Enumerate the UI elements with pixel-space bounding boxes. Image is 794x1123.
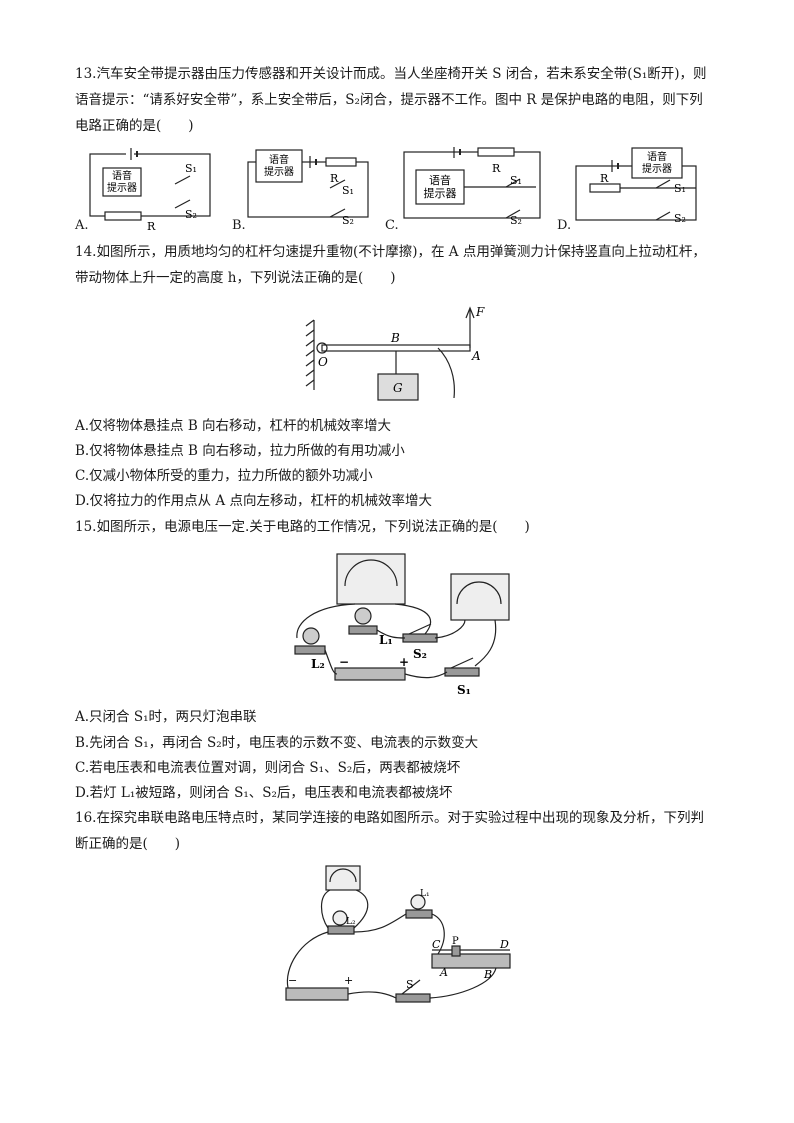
q13-b-box-line2: 提示器 [264,166,294,178]
q13-b-s1-label: S₁ [342,184,354,197]
q15-option-d: D.若灯 L₁被短路，则闭合 S₁、S₂后，电压表和电流表都被烧坏 [75,785,453,801]
q13-option-a-diagram: 语音 提示器 R S₁ S₂ [75,146,225,236]
q15-label-l1: L₁ [379,633,393,647]
q14-label-o: O [318,355,328,369]
q13-option-a-label: A. [75,218,89,233]
q14-stem-line1: 14.如图所示，用质地均匀的杠杆匀速提升重物(不计摩擦)，在 A 点用弹簧测力计… [75,244,706,260]
q15-label-s1: S₁ [457,683,471,697]
q13-a-box-line1: 语音 [112,169,132,182]
q14-label-b: B [390,331,400,345]
q13-option-c-label: C. [385,218,399,233]
q13-c-s2-label: S₂ [510,214,522,227]
q14-option-c: C.仅减小物体所受的重力，拉力所做的额外功减小 [75,468,373,484]
q16-label-c: C [432,938,441,951]
q13-stem-line3: 电路正确的是( ) [75,118,194,134]
q13-c-box-line2: 提示器 [424,187,457,200]
q15-option-a: A.只闭合 S₁时，两只灯泡串联 [75,709,257,725]
q16-circuit-photo: L₁ L₂ C P D A B S − + [270,860,520,1015]
q13-option-b-label: B. [232,218,246,233]
q13-stem-line1: 13.汽车安全带提示器由压力传感器和开关设计而成。当人坐座椅开关 S 闭合，若未… [75,66,707,82]
q13-a-box-line2: 提示器 [107,182,137,194]
q14-option-d: D.仅将拉力的作用点从 A 点向左移动，杠杆的机械效率增大 [75,493,432,509]
q16-label-minus: − [288,974,297,987]
q13-c-box-line1: 语音 [429,173,451,187]
q16-stem-line2: 断正确的是( ) [75,836,181,852]
q15-label-l2: L₂ [311,657,325,671]
q13-d-s1-label: S₁ [674,182,686,195]
q14-label-a: A [471,349,481,363]
q13-d-r-label: R [600,172,609,185]
q14-label-f: F [475,305,485,319]
q16-label-l2: L₂ [346,917,356,927]
q13-b-box-line1: 语音 [269,153,289,166]
q14-option-b: B.仅将物体悬挂点 B 向右移动，拉力所做的有用功减小 [75,443,405,459]
q13-stem-line2: 语音提示：“请系好安全带”，系上安全带后，S₂闭合，提示器不工作。图中 R 是保… [75,92,703,108]
q13-b-r-label: R [330,172,339,185]
q14-lever-diagram: F B A O G [300,298,500,408]
q15-circuit-photo: L₁ L₂ S₂ S₁ − + [285,546,510,698]
q13-option-d-label: D. [557,218,572,233]
q15-label-plus: + [399,655,409,669]
q16-label-d: D [499,938,509,951]
q13-option-c-diagram: 语音 提示器 R S₁ S₂ [396,146,546,236]
q16-label-a: A [439,966,448,979]
q16-label-l1: L₁ [420,889,430,899]
q13-d-box-line1: 语音 [647,150,667,163]
q16-label-p: P [452,936,459,947]
q13-option-d-diagram: 语音 提示器 R S₁ S₂ [570,146,710,236]
q15-label-s2: S₂ [413,647,427,661]
q14-label-g: G [393,381,403,395]
q15-stem: 15.如图所示，电源电压一定.关于电路的工作情况，下列说法正确的是( ) [75,519,530,535]
q15-label-minus: − [339,655,349,669]
q13-b-s2-label: S₂ [342,214,354,227]
q13-d-s2-label: S₂ [674,212,686,225]
q16-stem-line1: 16.在探究串联电路电压特点时，某同学连接的电路如图所示。对于实验过程中出现的现… [75,810,704,826]
q13-c-r-label: R [492,162,501,175]
q13-a-s1-label: S₁ [185,162,197,175]
q13-a-s2-label: S₂ [185,208,197,221]
q15-option-c: C.若电压表和电流表位置对调，则闭合 S₁、S₂后，两表都被烧坏 [75,760,461,776]
q13-d-box-line2: 提示器 [642,163,672,175]
q14-stem-line2: 带动物体上升一定的高度 h，下列说法正确的是( ) [75,270,396,286]
q15-option-b: B.先闭合 S₁，再闭合 S₂时，电压表的示数不变、电流表的示数变大 [75,735,479,751]
q16-label-b: B [483,968,492,981]
q13-c-s1-label: S₁ [510,174,522,187]
q13-option-b-diagram: 语音 提示器 R S₁ S₂ [230,146,380,236]
q16-label-s: S [406,978,414,991]
q16-label-plus: + [344,974,353,987]
q14-option-a: A.仅将物体悬挂点 B 向右移动，杠杆的机械效率增大 [75,418,392,434]
q13-a-r-label: R [147,220,156,233]
